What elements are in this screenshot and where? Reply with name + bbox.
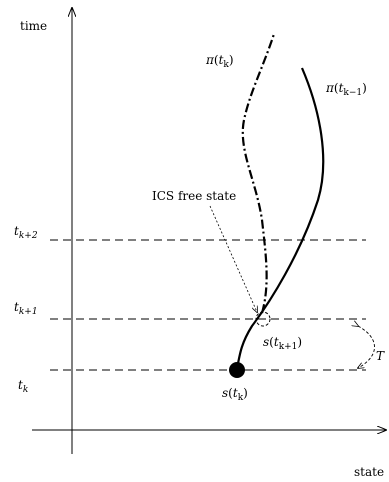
start-state-label: s(tk) — [222, 386, 248, 403]
period-arc — [358, 326, 375, 368]
tick-label-k-plus-2: tk+2 — [14, 224, 38, 241]
ics-free-state-circle — [255, 311, 271, 327]
state-axis-label: state — [354, 465, 384, 479]
trajectory-current-label: π(tk) — [205, 53, 234, 70]
period-label: T — [376, 349, 385, 363]
trajectory-previous-label: π(tk−1) — [325, 81, 367, 98]
next-state-label: s(tk+1) — [263, 335, 302, 352]
ics-callout-arrow — [209, 205, 257, 312]
tick-label-k-plus-1: tk+1 — [14, 300, 38, 317]
time-axis-label: time — [20, 19, 47, 33]
start-state-dot — [229, 362, 245, 378]
tick-label-k: tk — [18, 378, 28, 395]
ics-free-state-label: ICS free state — [152, 189, 236, 203]
trajectory-previous — [235, 67, 325, 370]
trajectory-current — [241, 33, 276, 314]
